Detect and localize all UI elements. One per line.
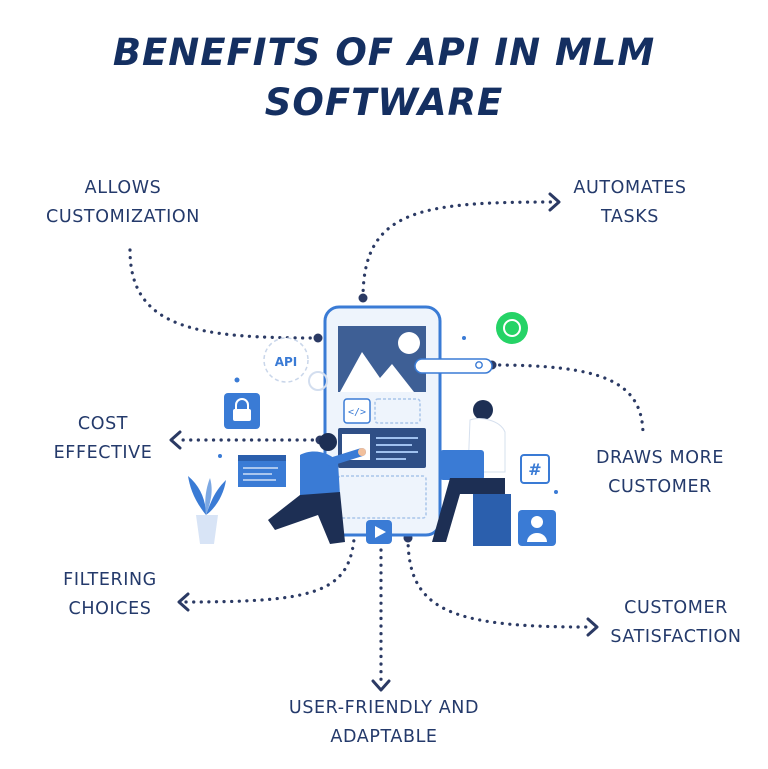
hashtag-icon bbox=[520, 454, 550, 484]
search-bar bbox=[414, 358, 493, 374]
connector-draws bbox=[490, 363, 645, 437]
plant-icon bbox=[188, 476, 226, 544]
title-line-1: BENEFITS OF API IN MLM bbox=[112, 31, 656, 74]
person-sitting bbox=[432, 400, 511, 546]
hash-label: # bbox=[528, 460, 541, 479]
arrowhead-filtering bbox=[177, 592, 190, 612]
arrowhead-userfriendly bbox=[371, 679, 391, 692]
decorative-dots bbox=[218, 336, 558, 494]
connector-customization bbox=[128, 248, 320, 340]
padlock-icon bbox=[224, 393, 260, 429]
person-kneeling bbox=[268, 433, 366, 544]
connector-filtering bbox=[184, 516, 357, 604]
arrowhead-automates bbox=[548, 192, 561, 212]
api-label: API bbox=[275, 355, 298, 369]
code-icon: </> bbox=[348, 407, 366, 418]
user-card-icon bbox=[518, 510, 556, 546]
title-line-2: SOFTWARE bbox=[264, 81, 504, 124]
whatsapp-icon bbox=[496, 312, 528, 344]
gear-icon bbox=[263, 337, 328, 391]
arrowheads bbox=[169, 192, 599, 692]
browser-window-icon bbox=[238, 455, 286, 487]
connectors bbox=[128, 200, 645, 684]
arrowhead-satisfaction bbox=[586, 617, 599, 637]
connector-satisfaction bbox=[406, 536, 588, 629]
phone-illustration bbox=[323, 305, 442, 537]
connector-automates bbox=[361, 200, 554, 300]
play-button-icon bbox=[366, 520, 392, 544]
arrowhead-cost bbox=[169, 430, 182, 450]
